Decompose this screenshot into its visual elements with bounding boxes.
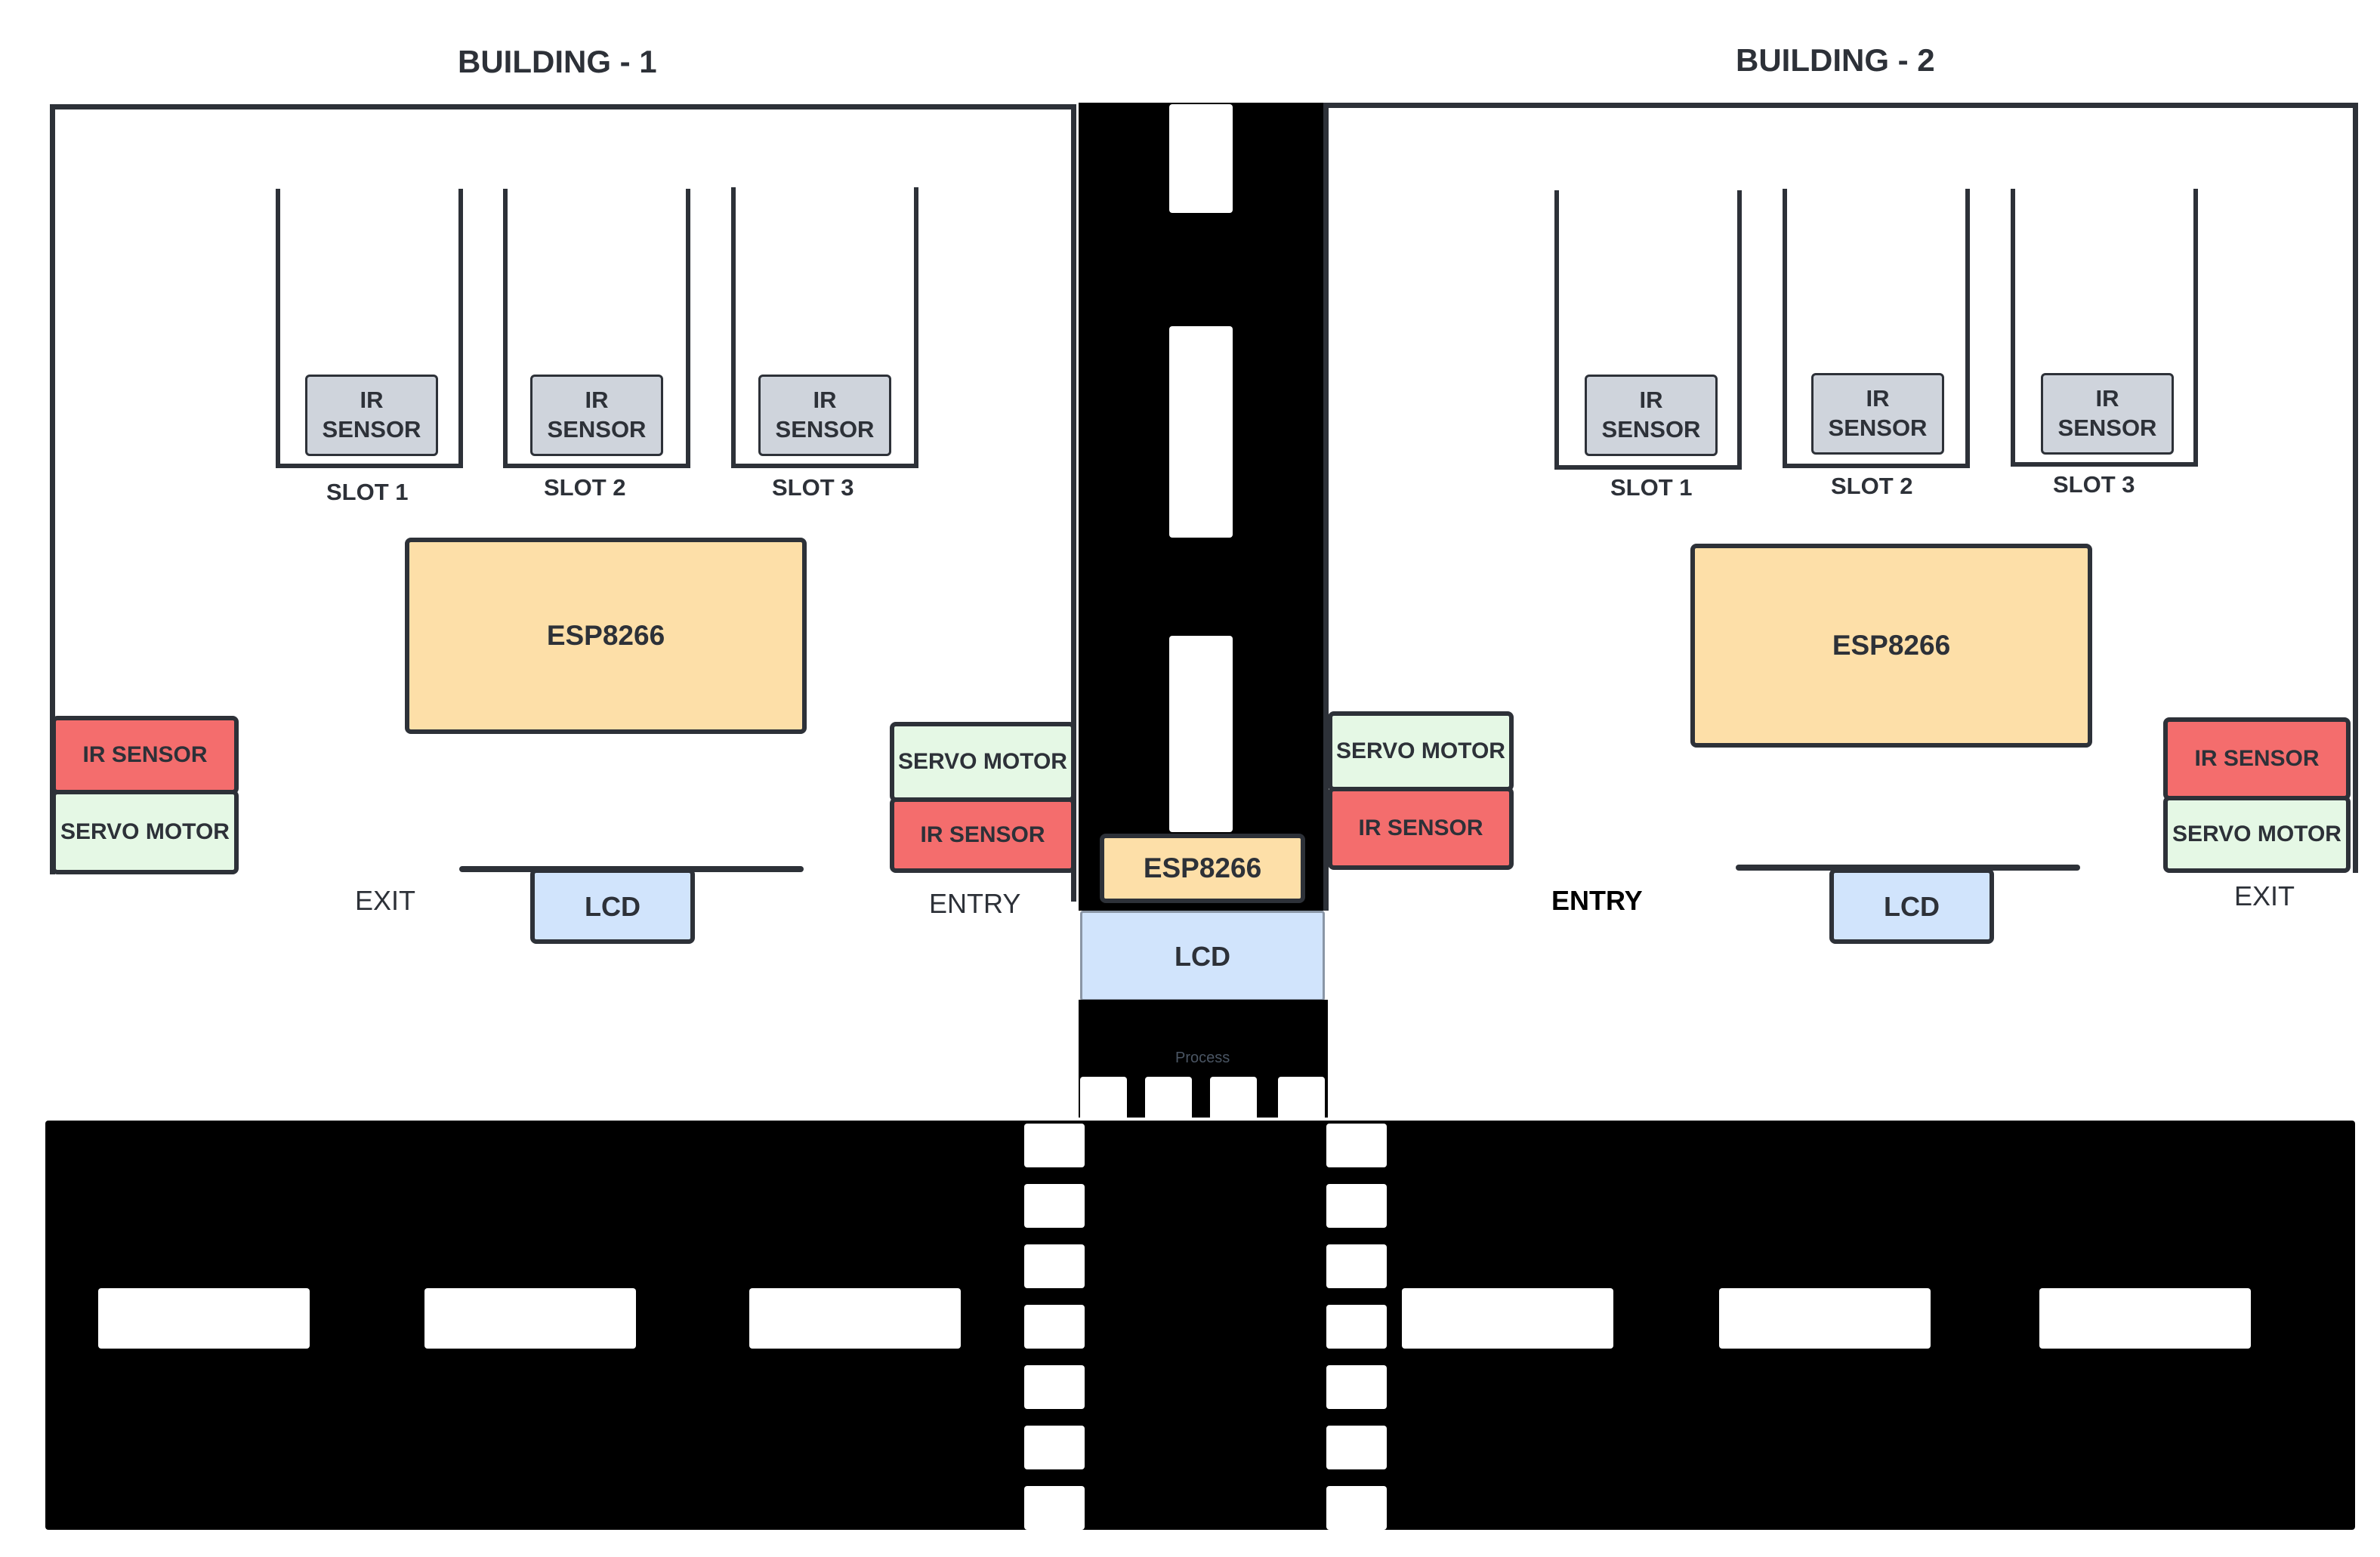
building-2-esp8266: ESP8266 <box>1690 544 2092 748</box>
crosswalk-stripe-left <box>1024 1486 1085 1530</box>
crosswalk-stripe-right <box>1326 1124 1387 1167</box>
building-1-slot-1-ir-sensor: IR SENSOR <box>305 375 438 456</box>
building-1-right-wall <box>1071 104 1076 902</box>
building-1-slot-2-ir-sensor: IR SENSOR <box>530 375 663 456</box>
building-1-exit-servo-motor: SERVO MOTOR <box>51 790 239 874</box>
crosswalk-stripe-right <box>1326 1365 1387 1409</box>
building-1-slot-2-label: SLOT 2 <box>544 474 626 501</box>
crosswalk-stripe-left <box>1024 1365 1085 1409</box>
center-lane-dash-2 <box>1169 326 1233 538</box>
center-lcd: LCD <box>1080 911 1325 1001</box>
crosswalk-stripe-right <box>1326 1486 1387 1530</box>
building-1-slot-2 <box>503 189 690 468</box>
building-2-slot-2-label: SLOT 2 <box>1831 473 1913 499</box>
building-1-slot-3 <box>731 187 918 468</box>
main-lane-dash <box>424 1288 636 1349</box>
building-1-top-wall <box>50 104 1076 109</box>
building-2-entry-ir-sensor: IR SENSOR <box>1328 787 1514 870</box>
building-2-left-wall <box>1323 103 1329 911</box>
crosswalk-stripe-right <box>1326 1305 1387 1349</box>
building-1-title: BUILDING - 1 <box>458 44 657 79</box>
building-1-entry-ir-sensor: IR SENSOR <box>890 797 1076 873</box>
building-2-top-wall <box>1323 103 2358 108</box>
center-lane-dash-3 <box>1169 636 1233 832</box>
main-road <box>45 1121 2355 1530</box>
crosswalk-stripe-right <box>1326 1244 1387 1288</box>
crosswalk-stripe-left <box>1024 1426 1085 1469</box>
building-1-slot-3-label: SLOT 3 <box>772 474 854 501</box>
center-crosswalk-stripe <box>1145 1077 1192 1121</box>
main-lane-dash <box>98 1288 310 1349</box>
building-1-left-wall <box>50 104 55 874</box>
building-2-slot-1 <box>1554 190 1742 470</box>
building-2-slot-2-ir-sensor: IR SENSOR <box>1811 373 1944 455</box>
building-1-exit-label: EXIT <box>355 885 416 916</box>
center-process-label: Process <box>1175 1050 1230 1066</box>
building-1-slot-3-ir-sensor: IR SENSOR <box>758 375 891 456</box>
building-2-right-wall <box>2353 103 2358 873</box>
building-2-slot-3-label: SLOT 3 <box>2053 471 2135 498</box>
center-crosswalk-stripe <box>1210 1077 1257 1121</box>
building-1-entry-label: ENTRY <box>929 888 1021 919</box>
building-2-lcd: LCD <box>1829 868 1994 944</box>
crosswalk-stripe-right <box>1326 1426 1387 1469</box>
building-2-entry-servo-motor: SERVO MOTOR <box>1328 711 1514 791</box>
building-2-slot-1-label: SLOT 1 <box>1610 474 1693 501</box>
building-2-title: BUILDING - 2 <box>1736 42 1935 78</box>
building-2-slot-3 <box>2011 189 2198 467</box>
crosswalk-stripe-left <box>1024 1305 1085 1349</box>
building-1-exit-ir-sensor: IR SENSOR <box>51 716 239 794</box>
center-lane-dash-1 <box>1169 104 1233 213</box>
crosswalk-stripe-left <box>1024 1244 1085 1288</box>
building-2-exit-label: EXIT <box>2234 880 2295 911</box>
building-2-slot-3-ir-sensor: IR SENSOR <box>2041 373 2174 455</box>
building-1-slot-1-label: SLOT 1 <box>326 479 409 505</box>
main-lane-dash <box>1402 1288 1613 1349</box>
building-1-esp8266: ESP8266 <box>405 538 807 734</box>
building-1-entry-servo-motor: SERVO MOTOR <box>890 722 1076 802</box>
building-2-slot-1-ir-sensor: IR SENSOR <box>1585 375 1718 456</box>
building-2-exit-ir-sensor: IR SENSOR <box>2163 717 2351 800</box>
center-crosswalk-stripe <box>1080 1077 1127 1121</box>
center-esp8266: ESP8266 <box>1100 834 1305 903</box>
building-1-slot-1 <box>276 189 463 468</box>
building-2-slot-2 <box>1783 189 1970 468</box>
main-lane-dash <box>1719 1288 1931 1349</box>
building-2-lcd-bar <box>1736 865 2080 871</box>
center-crosswalk-stripe <box>1278 1077 1325 1121</box>
crosswalk-stripe-right <box>1326 1184 1387 1228</box>
building-2-exit-servo-motor: SERVO MOTOR <box>2163 796 2351 873</box>
building-1-lcd: LCD <box>530 868 695 944</box>
crosswalk-stripe-left <box>1024 1184 1085 1228</box>
building-2-entry-label: ENTRY <box>1551 885 1643 916</box>
main-lane-dash <box>749 1288 961 1349</box>
crosswalk-stripe-left <box>1024 1124 1085 1167</box>
main-lane-dash <box>2039 1288 2251 1349</box>
